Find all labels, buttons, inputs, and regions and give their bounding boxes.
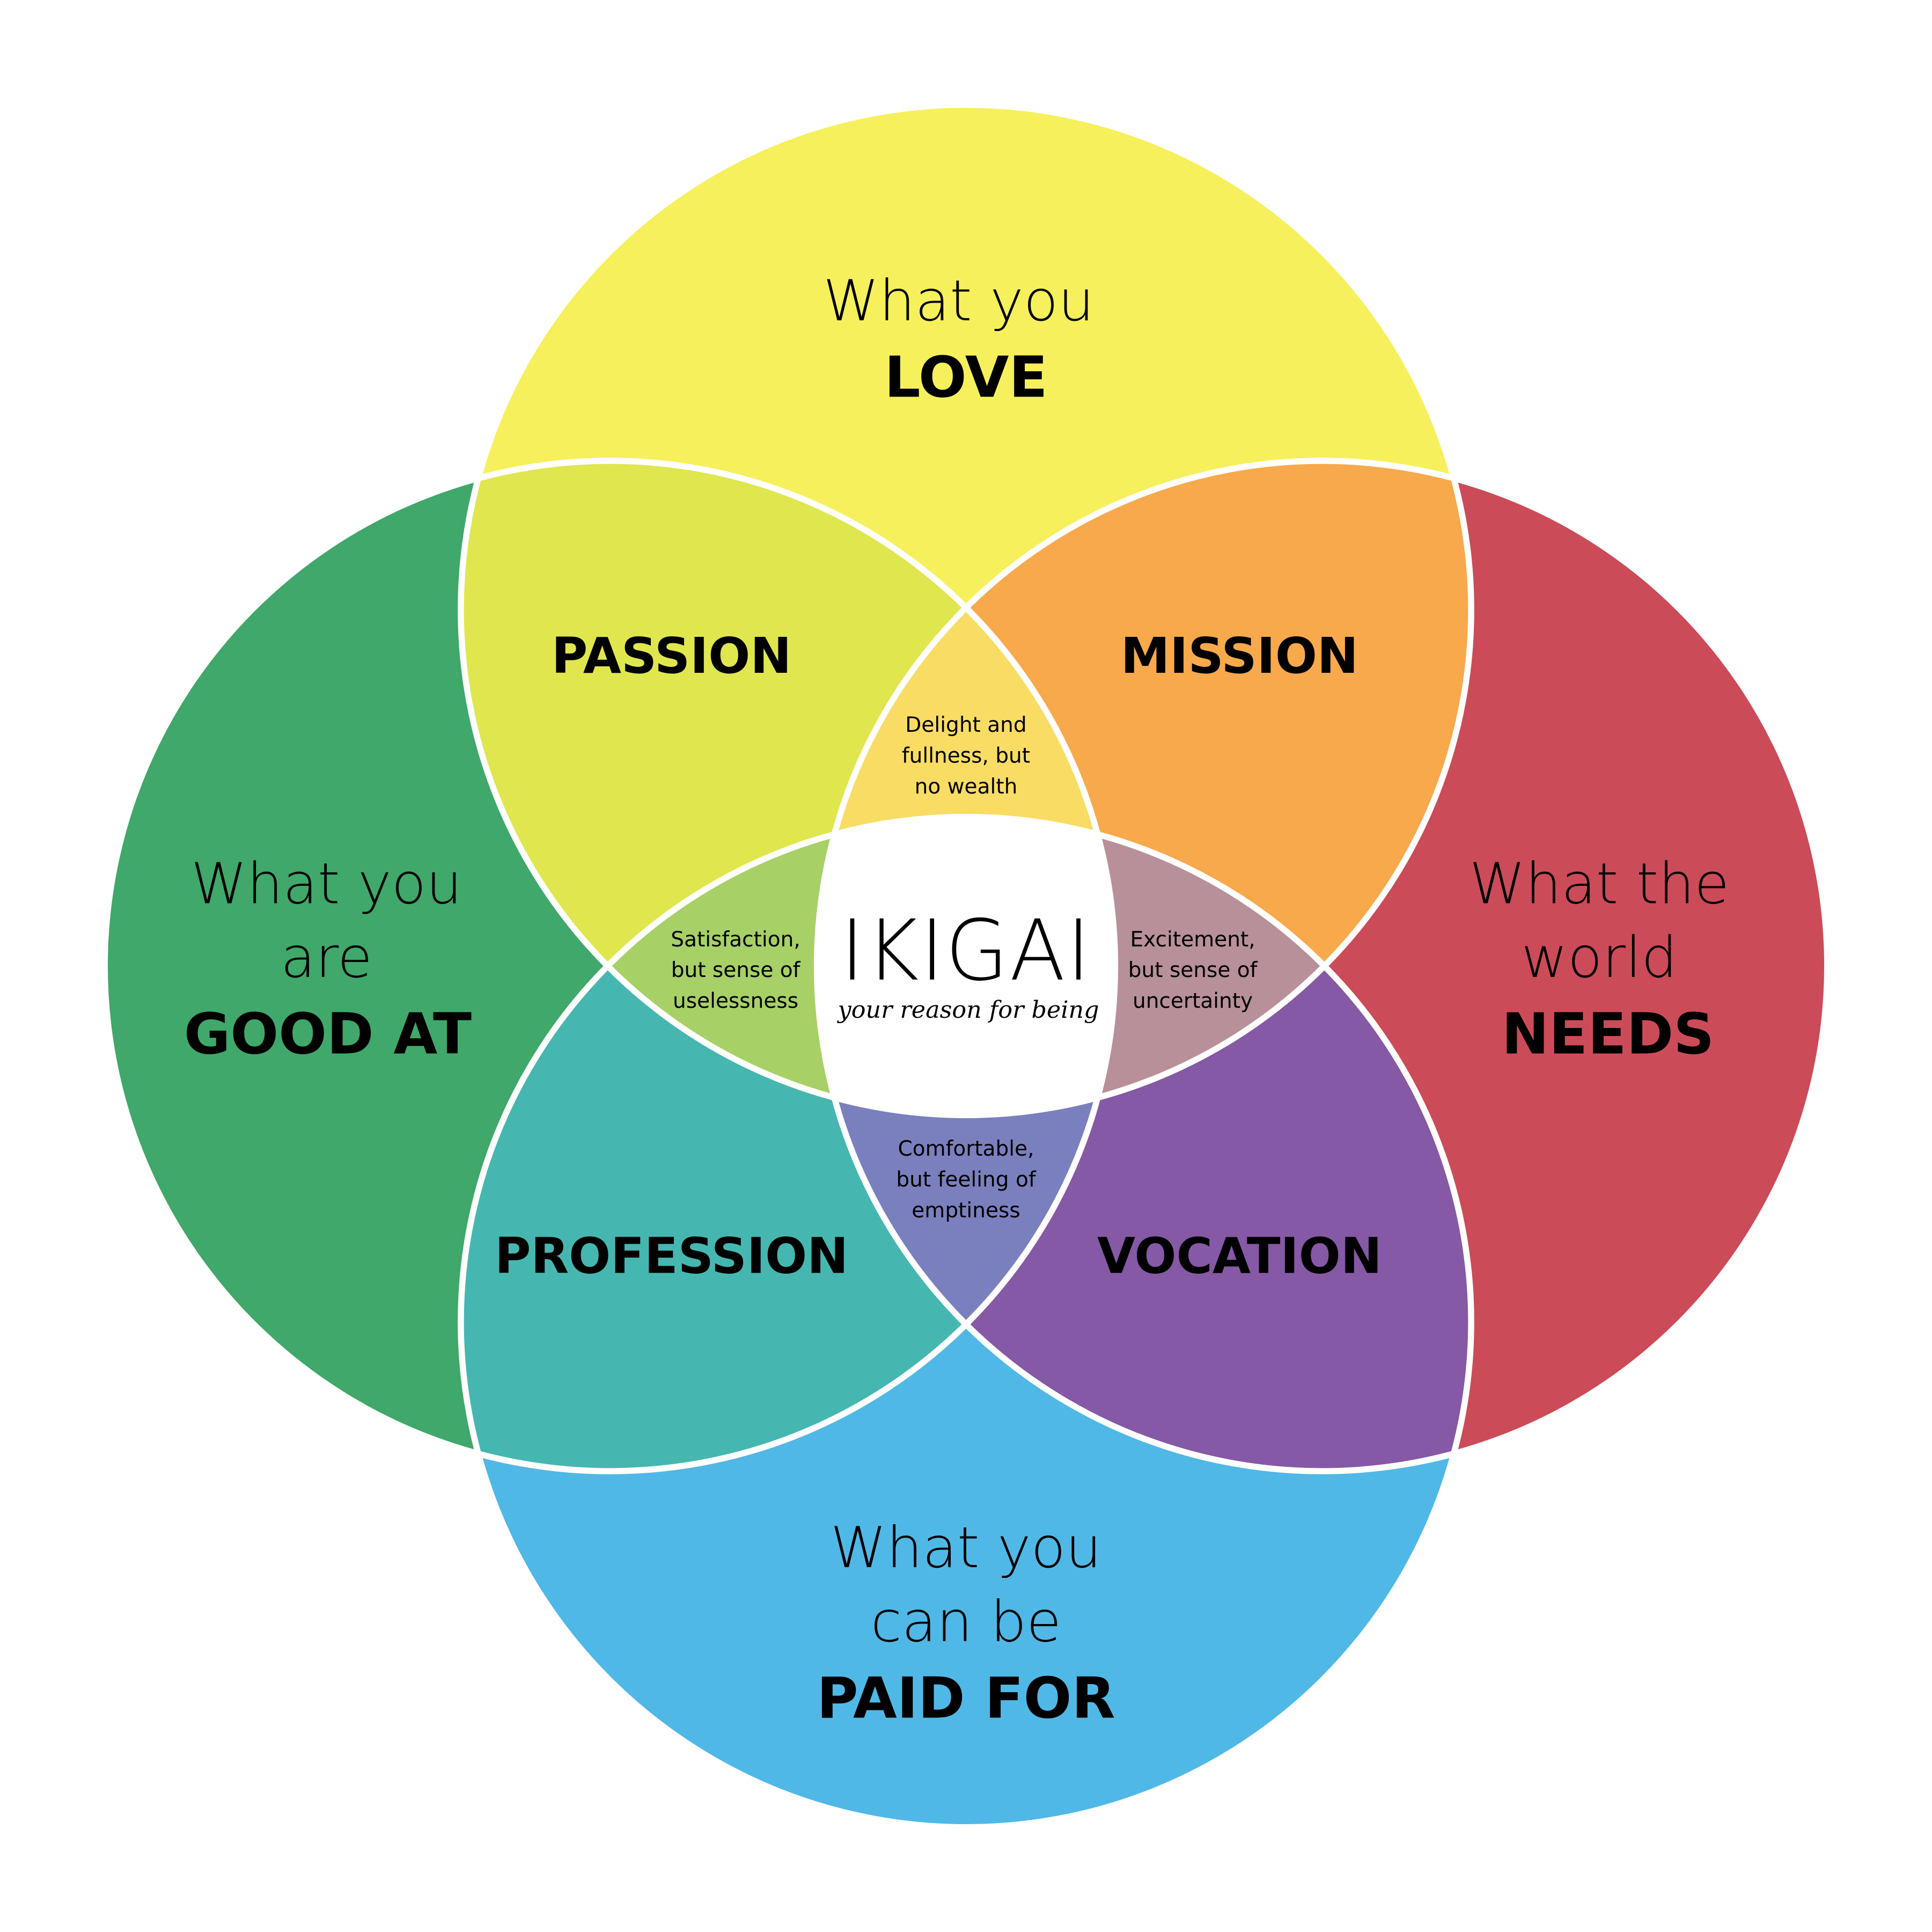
- love-line1: What you: [823, 268, 1094, 334]
- needs-line3: NEEDS: [1502, 1001, 1714, 1067]
- top-triple-text: Delight and fullness, but no wealth: [902, 713, 1030, 799]
- love-line2: LOVE: [884, 344, 1047, 410]
- right-triple-text: Excitement, but sense of uncertainty: [1128, 928, 1258, 1013]
- ikigai-title: IKIGAI: [840, 902, 1091, 1000]
- circle-outlines: [101, 101, 1831, 1831]
- label-passion: PASSION: [552, 627, 791, 685]
- paid-for-line2: can be: [871, 1589, 1061, 1655]
- text-line: no wealth: [915, 775, 1018, 799]
- text-line: Excitement,: [1130, 928, 1255, 952]
- good-at-line2: are: [281, 924, 372, 990]
- label-profession: PROFESSION: [495, 1227, 848, 1284]
- left-triple-text: Satisfaction, but sense of uselessness: [671, 928, 800, 1013]
- ikigai-tagline: your reason for being: [837, 997, 1099, 1024]
- paid-for-line1: What you: [831, 1515, 1101, 1581]
- needs-line1: What the: [1470, 850, 1729, 916]
- text-line: emptiness: [912, 1199, 1020, 1223]
- text-line: uncertainty: [1133, 989, 1253, 1013]
- text-line: Delight and: [905, 713, 1026, 737]
- paid-for-line3: PAID FOR: [817, 1665, 1115, 1731]
- text-line: Satisfaction,: [671, 928, 800, 952]
- text-line: uselessness: [673, 989, 798, 1013]
- text-line: but sense of: [1128, 958, 1258, 982]
- text-line: but sense of: [671, 958, 801, 982]
- text-line: Comfortable,: [898, 1137, 1034, 1161]
- text-line: but feeling of: [896, 1168, 1036, 1192]
- good-at-line1: What you: [191, 850, 462, 916]
- label-mission: MISSION: [1121, 627, 1358, 685]
- bottom-triple-text: Comfortable, but feeling of emptiness: [896, 1137, 1036, 1223]
- good-at-line3: GOOD AT: [184, 1001, 472, 1067]
- needs-line2: world: [1522, 924, 1678, 990]
- text-line: fullness, but: [902, 744, 1030, 768]
- label-vocation: VOCATION: [1097, 1227, 1382, 1284]
